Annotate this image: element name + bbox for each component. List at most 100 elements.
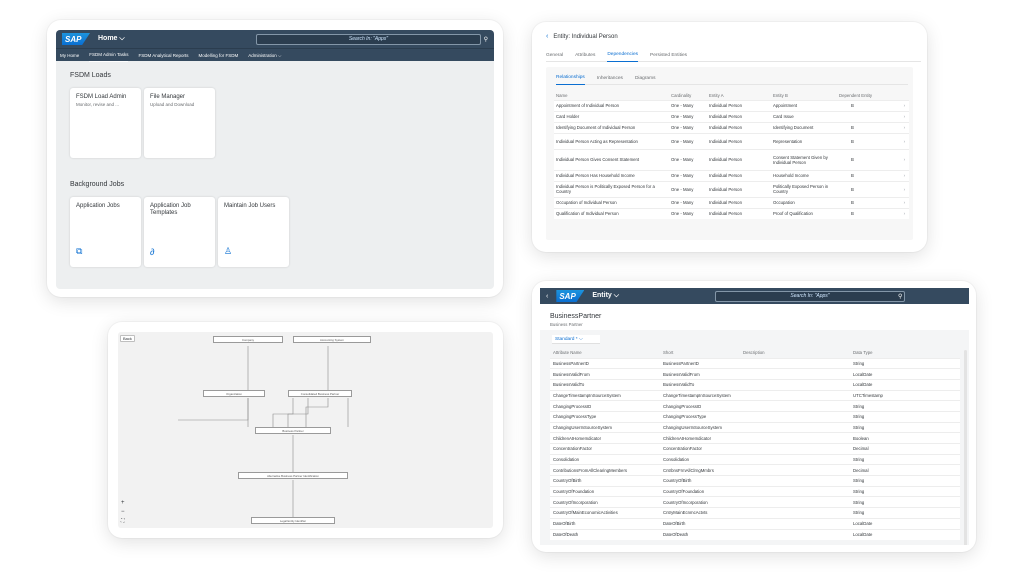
column-header[interactable]: Cardinality: [669, 91, 707, 100]
column-header[interactable]: Data Type: [850, 348, 960, 358]
row-navigation-icon[interactable]: ›: [895, 180, 909, 197]
tile-file-manager[interactable]: File Manager Upload and Download: [144, 88, 215, 158]
tab-fsdm-admin-tasks[interactable]: FSDM Admin Tasks: [89, 49, 129, 62]
search-input[interactable]: Search In: "Apps": [715, 290, 905, 302]
row-navigation-icon[interactable]: ›: [895, 99, 909, 111]
tab-dependencies[interactable]: Dependencies: [607, 48, 639, 62]
row-navigation-icon[interactable]: ›: [895, 148, 909, 170]
table-cell-a: Individual Person: [707, 207, 771, 219]
tab-modelling-for-fsdm[interactable]: Modelling for FSDM: [198, 52, 239, 58]
table-row[interactable]: Individual Person Gives Consent Statemen…: [554, 148, 909, 170]
diagram-canvas[interactable]: Back Company Accounting System Organizat…: [118, 332, 493, 528]
column-header[interactable]: Dependent Entity: [837, 91, 895, 100]
entity-card: ‹Entity: Individual Person General Attri…: [532, 22, 927, 252]
tab-fsdm-analytical-reports[interactable]: FSDM Analytical Reports: [138, 52, 189, 58]
diagram-node-company[interactable]: Company: [213, 336, 283, 343]
search-input[interactable]: Search In: "Apps": [256, 33, 481, 45]
tile-maintain-job-users[interactable]: Maintain Job Users ♙: [218, 197, 289, 267]
shell-title-entity[interactable]: Entity ⌵: [592, 292, 620, 299]
row-navigation-icon[interactable]: ›: [895, 110, 909, 122]
back-button[interactable]: Back: [120, 335, 135, 342]
tab-administration[interactable]: Administration ⌵: [248, 52, 282, 58]
sap-logo[interactable]: SAP: [62, 33, 90, 45]
table-row[interactable]: Individual Person is Politically Exposed…: [554, 180, 909, 197]
diagram-node-business-partner[interactable]: Business Partner: [255, 427, 331, 434]
tab-attributes[interactable]: Attributes: [575, 52, 596, 58]
tile-application-jobs[interactable]: Application Jobs ⧉: [70, 197, 141, 267]
business-partner-screen: ‹ SAP Entity ⌵ Search In: "Apps" ⚲ Busin…: [540, 288, 969, 545]
user-edit-icon: ♙: [224, 246, 233, 256]
row-navigation-icon[interactable]: ›: [895, 132, 909, 149]
page-subtitle: Business Partner: [550, 322, 583, 327]
diagram-node-legal-entity-identifier[interactable]: Legal Entity Identifier: [251, 517, 335, 524]
tab-general[interactable]: General: [546, 52, 564, 58]
shell-title-home[interactable]: Home ⌵: [98, 35, 125, 42]
row-navigation-icon[interactable]: ›: [895, 207, 909, 219]
table-row[interactable]: Identifying Document of Individual Perso…: [554, 121, 909, 133]
tile-title: Application Job Templates: [150, 203, 191, 216]
tab-persisted-entities[interactable]: Persisted Entities: [650, 52, 688, 58]
table-cell-a: Individual Person: [707, 169, 771, 181]
search-icon[interactable]: ⚲: [898, 293, 903, 300]
tile-application-job-templates[interactable]: Application Job Templates ∂: [144, 197, 215, 267]
diagram-node-consolidated-business-partner[interactable]: Consolidated Business Partner: [288, 390, 352, 397]
row-navigation-icon[interactable]: ›: [895, 169, 909, 181]
tile-fsdm-load-admin[interactable]: FSDM Load Admin Monitor, revise and ...: [70, 88, 141, 158]
back-chevron-icon[interactable]: ‹: [546, 33, 549, 40]
column-header[interactable]: Name: [554, 91, 669, 100]
subtab-diagrams[interactable]: Diagrams: [634, 75, 656, 81]
row-navigation-icon[interactable]: ›: [895, 121, 909, 133]
table-cell: [740, 475, 850, 487]
diagram-node-accounting-system[interactable]: Accounting System: [293, 336, 371, 343]
column-header[interactable]: Entity B: [771, 91, 837, 100]
fit-screen-button[interactable]: ⛶: [121, 518, 125, 524]
diagram-node-organization[interactable]: Organization: [203, 390, 265, 397]
diagram-connectors: [178, 346, 349, 517]
subtab-inheritances[interactable]: Inheritances: [596, 75, 623, 81]
diagram-node-alternative-bp-identification[interactable]: Alternative Business Partner Identificat…: [238, 472, 348, 479]
zoom-in-button[interactable]: +: [121, 500, 125, 506]
search-icon[interactable]: ⚲: [483, 36, 488, 43]
column-header[interactable]: Entity A: [707, 91, 771, 100]
sap-logo[interactable]: SAP: [556, 290, 585, 302]
row-navigation-icon[interactable]: ›: [895, 196, 909, 208]
table-cell-name: Occupation of Individual Person: [554, 196, 669, 208]
zoom-out-button[interactable]: −: [121, 509, 125, 515]
variant-selector[interactable]: Standard * ⌵: [552, 335, 600, 344]
back-chevron-icon[interactable]: ‹: [546, 292, 549, 300]
table-cell-a: Individual Person: [707, 110, 771, 122]
table-cell: [740, 378, 850, 391]
column-header[interactable]: Attribute Name: [550, 348, 660, 358]
table-scrollbar[interactable]: [964, 350, 967, 545]
table-cell-card: One - Many: [669, 99, 707, 111]
column-header[interactable]: Description: [740, 348, 850, 358]
tab-my-home[interactable]: My Home: [60, 52, 80, 58]
table-cell: LocalDate: [850, 368, 960, 380]
table-cell: ChangingProcessID: [660, 400, 740, 412]
table-row[interactable]: Individual Person Acting as Representati…: [554, 132, 909, 149]
subtab-relationships[interactable]: Relationships: [556, 71, 585, 85]
column-header[interactable]: Short: [660, 348, 740, 358]
